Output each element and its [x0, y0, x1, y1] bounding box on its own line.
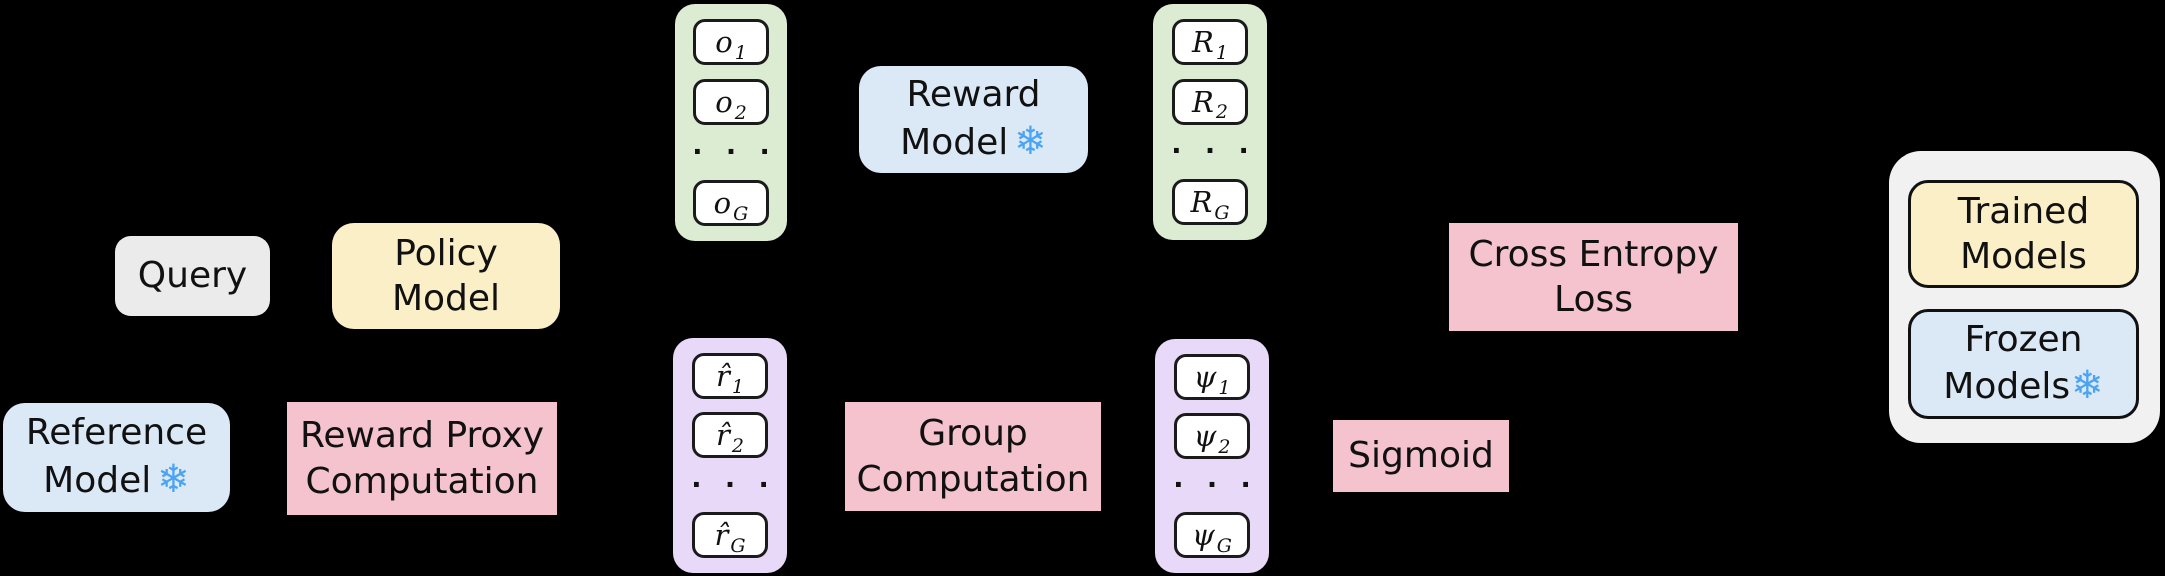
- chip-rhat1: r̂1: [692, 353, 768, 399]
- reward-model-node: Reward Model❄: [859, 66, 1088, 173]
- ellipsis-dots: · · ·: [692, 137, 777, 168]
- snowflake-icon: ❄: [1014, 118, 1047, 164]
- snowflake-icon: ❄: [157, 456, 190, 502]
- ellipsis-dots: · · ·: [691, 469, 776, 501]
- query-label: Query: [137, 255, 248, 297]
- policy-model-node: Policy Model: [332, 223, 560, 329]
- snowflake-icon: ❄: [2071, 363, 2104, 409]
- chip-rhatG: r̂G: [692, 511, 768, 558]
- ellipsis-dots: · · ·: [1173, 470, 1258, 501]
- legend-panel: Trained Models Frozen Models❄: [1889, 151, 2160, 443]
- sigmoid-node: Sigmoid: [1333, 420, 1509, 492]
- sigmoid-label: Sigmoid: [1348, 435, 1494, 477]
- policy-model-label: Policy Model: [391, 232, 501, 319]
- ellipsis-dots: · · ·: [1171, 136, 1256, 168]
- legend-frozen-label: Frozen Models❄: [1943, 318, 2104, 409]
- reference-model-node: Reference Model❄: [3, 403, 230, 512]
- reward-model-label: Reward Model❄: [900, 74, 1047, 164]
- reference-model-label: Reference Model❄: [25, 412, 208, 502]
- query-node: Query: [115, 236, 270, 316]
- reward-proxies-column: r̂1 r̂2 · · · r̂G: [673, 338, 787, 573]
- group-computation-label: Group Computation: [856, 413, 1090, 500]
- cross-entropy-loss-node: Cross Entropy Loss: [1449, 223, 1738, 331]
- chip-rhat2: r̂2: [692, 412, 768, 459]
- legend-frozen-models: Frozen Models❄: [1908, 309, 2139, 419]
- legend-trained-models: Trained Models: [1908, 180, 2139, 288]
- legend-trained-label: Trained Models: [1957, 190, 2090, 277]
- group-computation-node: Group Computation: [845, 402, 1101, 511]
- cross-entropy-loss-label: Cross Entropy Loss: [1468, 233, 1719, 320]
- reward-proxy-computation-label: Reward Proxy Computation: [299, 415, 545, 502]
- reward-proxy-computation-node: Reward Proxy Computation: [287, 402, 557, 515]
